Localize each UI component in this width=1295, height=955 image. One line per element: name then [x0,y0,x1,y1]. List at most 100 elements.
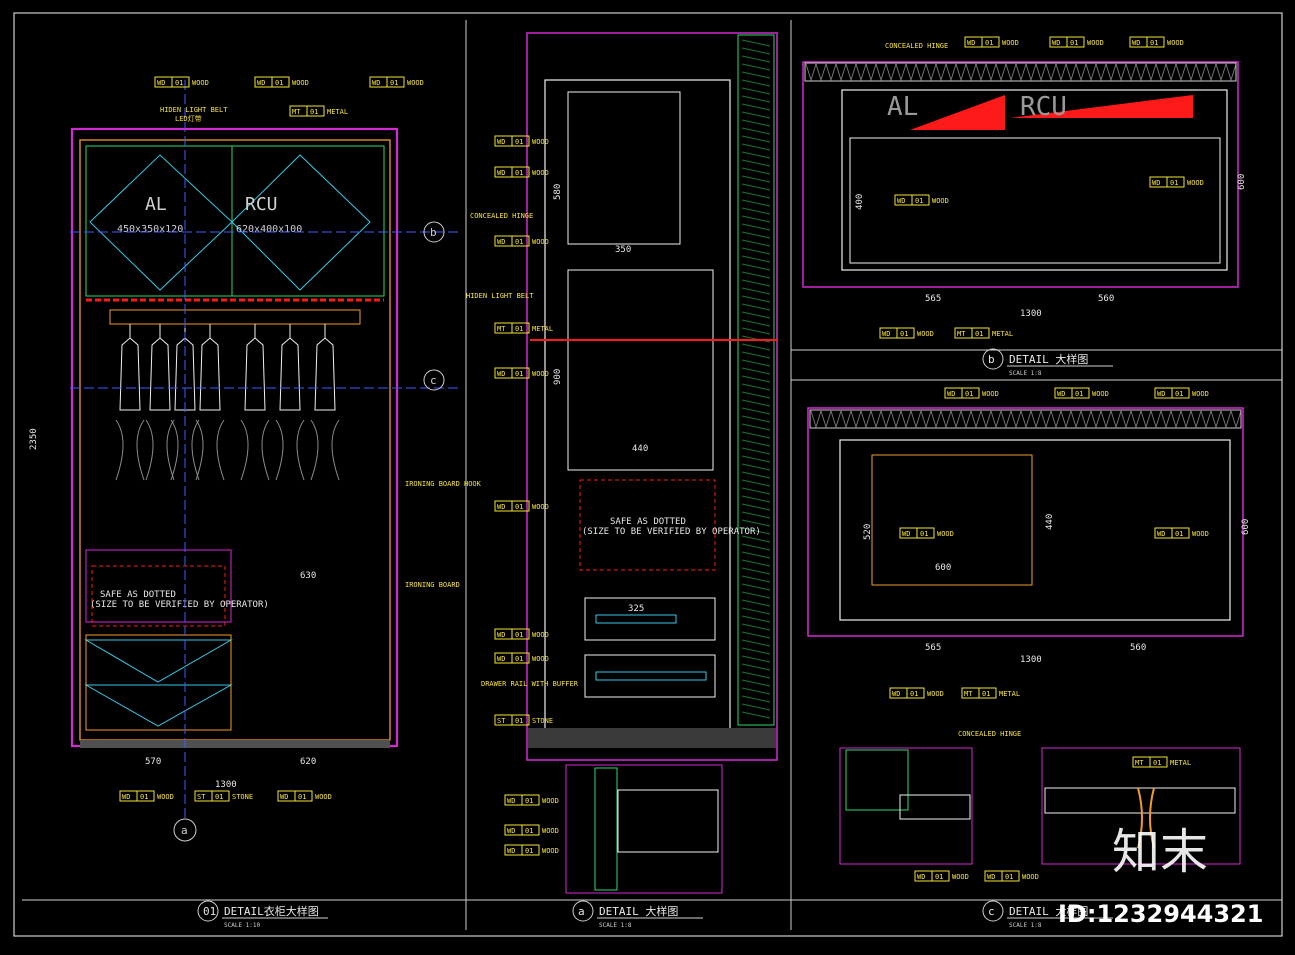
tag-code: WD [1152,179,1160,187]
hatch-stroke [741,343,771,351]
title-number: 01 [203,905,216,918]
rcu-diamond-right [231,154,371,291]
tag-number: 01 [215,793,223,801]
hatch-stroke [741,375,771,383]
tag-code: ST [197,793,206,801]
tag-code: WD [902,530,910,538]
tag-material: WOOD [532,631,549,639]
hinge-right-panel [1044,787,1236,814]
hanger [195,324,225,481]
hatch-stroke [1010,410,1022,429]
tag-material: WOOD [157,793,174,801]
plan-b-inner [849,137,1221,264]
hatch-stroke [741,599,771,607]
hatch-stroke [1205,63,1217,82]
plan-b-height: 600 [1237,174,1247,190]
hatch-stroke [741,255,771,263]
hatch-stroke [741,591,771,599]
hatch-stroke [820,410,832,429]
section-a-frame [526,32,778,761]
plan-c-frame [807,407,1244,637]
plan-b-hinge-note: CONCEALED HINGE [885,42,948,50]
hatch-stroke [960,410,972,429]
hatch-stroke [741,111,771,119]
hatch-stroke [865,63,877,82]
hatch-stroke [741,327,771,335]
marker-a-label: a [181,824,188,837]
title-scale: SCALE 1:8 [1009,370,1042,377]
marker-b[interactable] [423,221,445,243]
hatch-stroke [741,583,771,591]
hatch-stroke [870,410,882,429]
width-630: 630 [300,571,316,581]
tag-number: 01 [515,631,523,639]
plan-c-565: 565 [925,643,941,653]
marker-c[interactable] [423,369,445,391]
hatch-stroke [1190,410,1202,429]
marker-a[interactable] [173,818,197,842]
hatch-stroke [1005,63,1017,82]
tag-material: METAL [1170,759,1191,767]
hatch-stroke [1050,410,1062,429]
tag-number: 01 [298,793,306,801]
tag-material: WOOD [532,238,549,246]
hatch-stroke [741,79,771,87]
drawer-stack [85,634,232,731]
tag-code: WD [372,79,380,87]
hatch-stroke [741,439,771,447]
wall-insulation [737,34,775,726]
title-text: DETAIL 大样图 [1009,352,1088,366]
hatch-stroke [830,410,842,429]
tag-code: WD [1057,390,1065,398]
tag-material: WOOD [982,390,999,398]
plan-c-ceiling [809,409,1242,429]
hatch-stroke [741,263,771,271]
watermark-brand: 知末 [1112,824,1208,880]
tag-number: 01 [175,79,183,87]
hanger [240,324,270,481]
title-number: a [578,905,585,918]
plan-c-box [839,439,1231,621]
tag-code: WD [897,197,905,205]
